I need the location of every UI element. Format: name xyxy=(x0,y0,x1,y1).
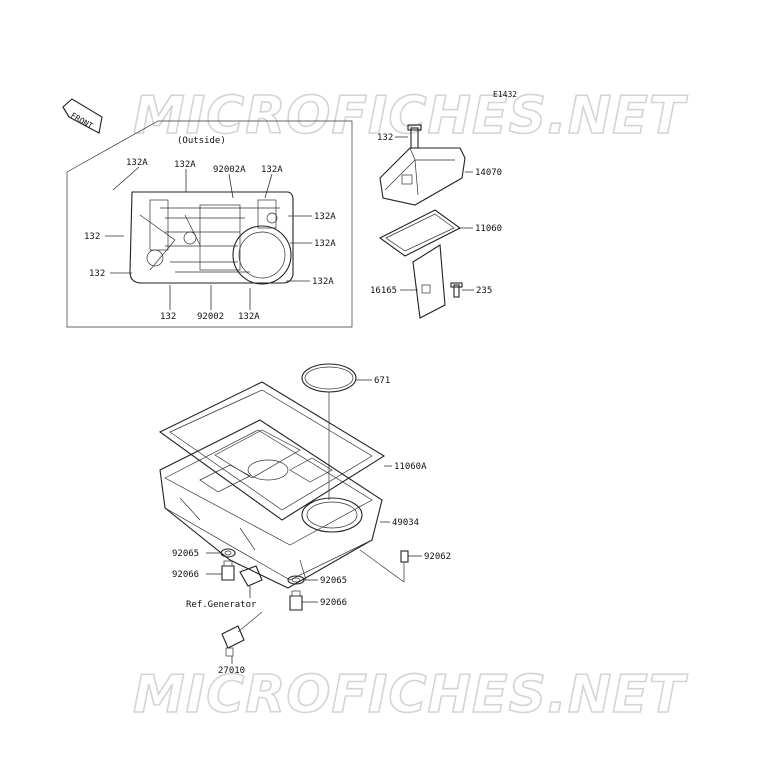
label-oil-pan: 49034 xyxy=(392,518,419,528)
label-132a-right-2: 132A xyxy=(314,239,336,249)
label-pin: 92062 xyxy=(424,552,451,562)
inset-leaders xyxy=(105,166,312,310)
crankcase-outline xyxy=(129,191,294,285)
label-132a-right-1: 132A xyxy=(314,212,336,222)
label-132a-top-2: 132A xyxy=(174,160,196,170)
label-132-left-2: 132 xyxy=(89,269,105,279)
label-breather-cover: 14070 xyxy=(475,168,502,178)
label-plug-right: 92066 xyxy=(320,598,347,608)
diagram-code: E1432 xyxy=(493,90,517,99)
label-132a-bottom-3: 132A xyxy=(238,312,260,322)
label-washer-right: 92065 xyxy=(320,576,347,586)
label-132-left-1: 132 xyxy=(84,232,100,242)
outside-inset: (Outside) xyxy=(66,120,353,328)
label-132a-top-4: 132A xyxy=(261,165,283,175)
label-132a-top-1: 132A xyxy=(126,158,148,168)
label-132-bottom-1: 132 xyxy=(160,312,176,322)
label-gasket: 11060A xyxy=(394,462,427,472)
label-132a-right-3: 132A xyxy=(312,277,334,287)
label-plug-left: 92066 xyxy=(172,570,199,580)
label-breather-screw: 235 xyxy=(476,286,492,296)
label-washer-left: 92065 xyxy=(172,549,199,559)
label-switch: 27010 xyxy=(218,666,245,676)
watermark-bottom: MICROFICHES.NET xyxy=(133,665,688,725)
label-breather-bolt: 132 xyxy=(377,133,393,143)
label-92002a: 92002A xyxy=(213,165,246,175)
front-arrow-icon: FRONT xyxy=(62,98,103,134)
label-breather-gasket: 11060 xyxy=(475,224,502,234)
label-ref-generator: Ref.Generator xyxy=(186,600,257,610)
oil-pan-assembly: 671 11060A 49034 92065 92066 Ref.Generat… xyxy=(158,363,451,676)
inset-title: (Outside) xyxy=(177,136,226,146)
label-breather-plate: 16165 xyxy=(370,286,397,296)
watermark-top: MICROFICHES.NET xyxy=(133,86,688,146)
breather-assembly: 132 14070 11060 16165 235 xyxy=(370,124,502,319)
label-92002: 92002 xyxy=(197,312,224,322)
label-oring: 671 xyxy=(374,376,390,386)
